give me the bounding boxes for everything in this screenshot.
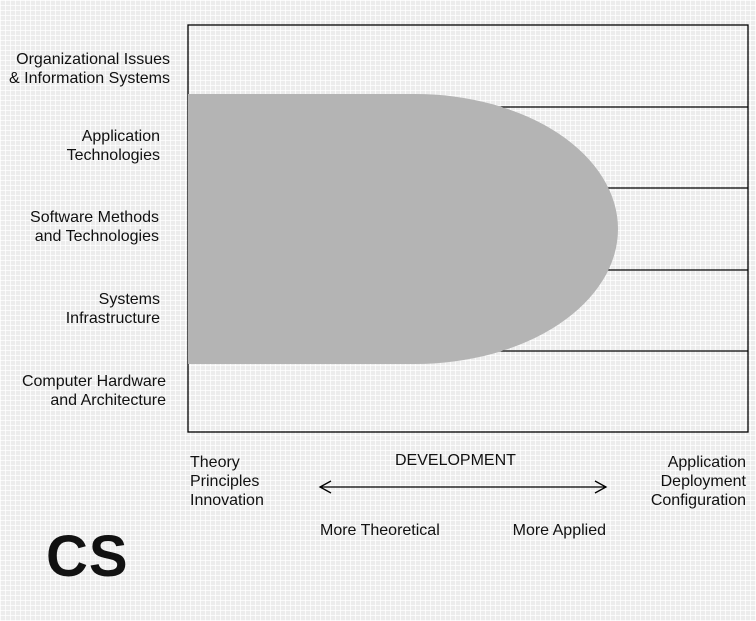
discipline-coverage-region	[188, 94, 618, 364]
row-label-computer-hardware: Computer Hardware and Architecture	[21, 373, 166, 409]
axis-left-label: Theory Principles Innovation	[190, 454, 264, 509]
row-label-organizational-issues: Organizational Issues & Information Syst…	[9, 51, 170, 87]
row-label-systems-infrastructure: Systems Infrastructure	[65, 291, 160, 327]
axis-direction-theoretical: More Theoretical	[320, 522, 440, 539]
arrow-right-head	[594, 480, 608, 494]
axis-right-label: Application Deployment Configuration	[650, 454, 746, 509]
arrow-left-head	[318, 480, 332, 494]
axis-center-label: DEVELOPMENT	[395, 452, 516, 469]
row-label-application-technologies: Application Technologies	[66, 128, 160, 164]
discipline-label: CS	[46, 524, 129, 589]
row-label-software-methods: Software Methods and Technologies	[30, 209, 159, 245]
axis-direction-applied: More Applied	[512, 522, 606, 539]
